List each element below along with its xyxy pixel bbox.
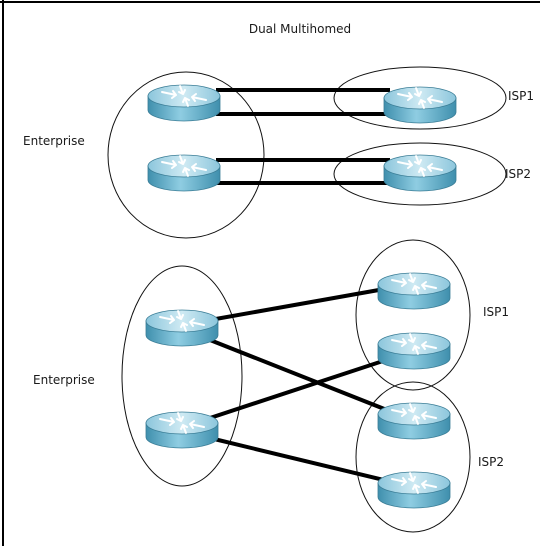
router-icon <box>377 471 451 509</box>
diagram-title: Dual Multihomed <box>249 22 351 36</box>
enterprise-label-top: Enterprise <box>23 134 85 148</box>
isp2-group-top <box>333 142 507 206</box>
link-bottom-3 <box>209 356 393 420</box>
isp2-label-bottom: ISP2 <box>478 455 504 469</box>
router-icon <box>377 272 451 310</box>
router-icon <box>147 154 221 192</box>
router-icon <box>377 402 451 440</box>
router-icon <box>383 154 457 192</box>
link-bottom-4 <box>209 436 393 484</box>
router-icon <box>145 309 219 347</box>
isp1-label-top: ISP1 <box>508 89 534 103</box>
router-icon <box>383 86 457 124</box>
isp1-group-top <box>333 66 507 130</box>
link-bottom-1 <box>209 286 391 322</box>
isp2-label-top: ISP2 <box>505 167 531 181</box>
router-icon <box>147 84 221 122</box>
enterprise-group-bottom <box>121 265 243 487</box>
enterprise-group-top <box>107 71 265 239</box>
link-bottom-2 <box>209 338 393 414</box>
router-icon <box>377 332 451 370</box>
isp1-group-bottom <box>355 239 471 391</box>
isp1-label-bottom: ISP1 <box>483 305 509 319</box>
router-icon <box>145 411 219 449</box>
isp2-group-bottom <box>355 381 471 533</box>
enterprise-label-bottom: Enterprise <box>33 373 95 387</box>
